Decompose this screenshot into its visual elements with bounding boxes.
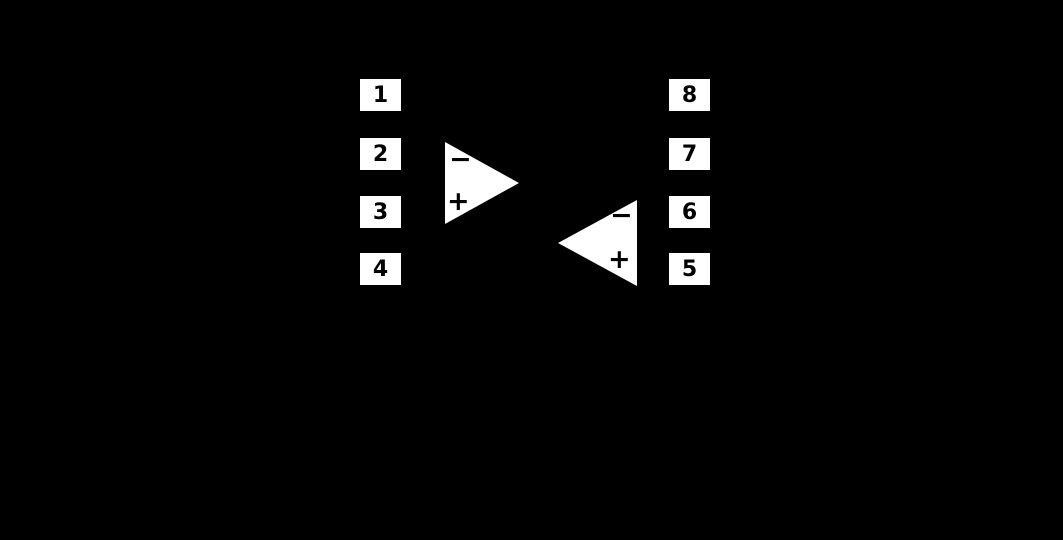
pin-4-box: 4 <box>360 253 401 285</box>
opamp-a-noninverting-input-label: + <box>447 186 470 217</box>
opamp-b-noninverting-input-label: + <box>608 244 631 275</box>
pin-1-box: 1 <box>360 79 401 111</box>
opamp-a-symbol-icon <box>445 142 519 224</box>
opamp-b-triangle <box>558 200 637 286</box>
pin-8-box: 8 <box>669 79 710 111</box>
pin-2-box: 2 <box>360 138 401 170</box>
opamp-a-inverting-input-label: − <box>449 144 472 175</box>
pin-7-box: 7 <box>669 138 710 170</box>
opamp-b-inverting-input-label: − <box>610 200 633 231</box>
pin-5-box: 5 <box>669 253 710 285</box>
pin-3-box: 3 <box>360 196 401 228</box>
pin-6-box: 6 <box>669 196 710 228</box>
opamp-b-symbol-icon <box>558 200 637 286</box>
opamp-a-triangle <box>445 142 519 224</box>
